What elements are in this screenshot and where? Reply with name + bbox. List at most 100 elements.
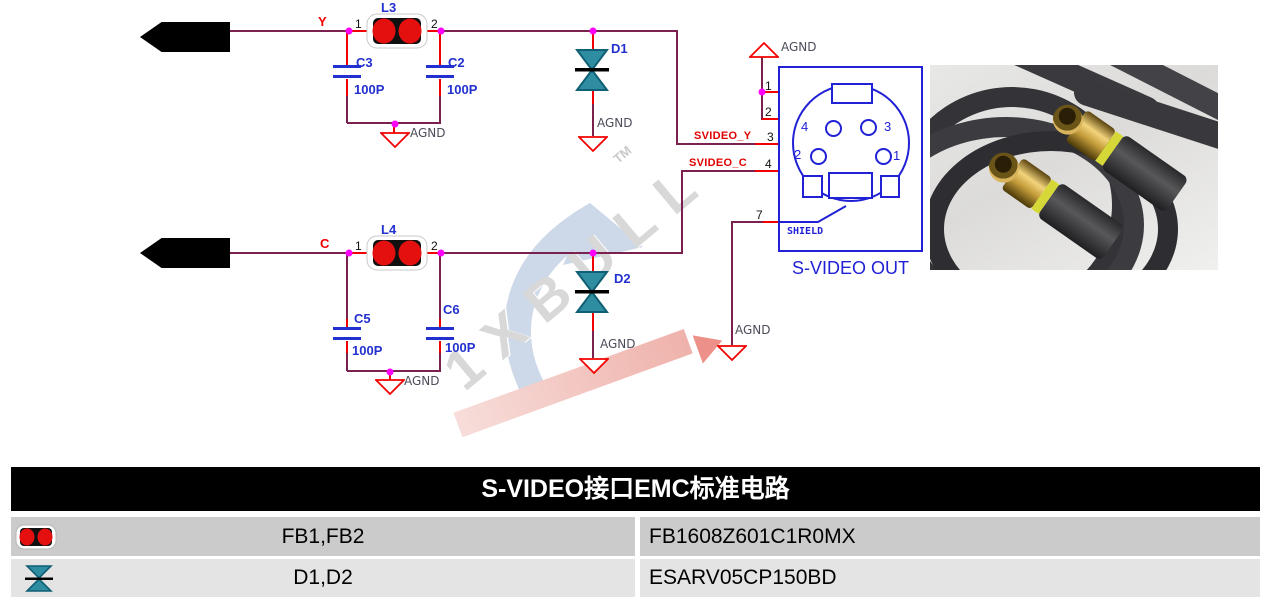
part-number-text: FB1608Z601C1R0MX: [649, 525, 856, 548]
wire-c5-lower: [346, 352, 348, 371]
stub-conn-pin7: [763, 221, 778, 223]
wire-shield-h: [732, 221, 765, 223]
c6-plate: [426, 327, 454, 330]
watermark: 1XBULL TM: [432, 143, 728, 438]
connector-pinhole-3: [860, 119, 877, 136]
stub-c2-top: [439, 32, 441, 66]
tvs-diode-d2-icon: [575, 271, 609, 313]
svideo-y-net-label: SVIDEO_Y: [694, 130, 752, 142]
table-title: S-VIDEO接口EMC标准电路: [11, 467, 1260, 511]
connector-pinhole-1: [875, 148, 892, 165]
refs-text: FB1,FB2: [281, 525, 365, 548]
junction-dot: [758, 88, 766, 96]
d1-label: D1: [611, 41, 628, 56]
part-number-text: ESARV05CP150BD: [649, 566, 837, 589]
c5-plate: [333, 327, 361, 330]
stub-d1-bottom: [592, 89, 594, 104]
stub-l3-pin2: [427, 30, 441, 32]
wire-y: [230, 30, 678, 32]
c2-label: C2: [448, 55, 465, 70]
stub-conn-pin2: [762, 118, 778, 120]
stub-conn-pin1: [762, 91, 778, 93]
refs-text: D1,D2: [293, 566, 353, 589]
c3-label: C3: [356, 55, 373, 70]
svideo-out-title: S-VIDEO OUT: [791, 258, 909, 278]
net-label-c: C: [320, 236, 330, 251]
offpage-arrow-c-icon: [140, 238, 230, 268]
schematic: Y C L3 L4 1 2 1 2 C3 100P C2 100P C5 100…: [140, 0, 923, 396]
agnd-label: AGND: [404, 374, 440, 388]
c5-label: C5: [354, 311, 371, 326]
conn-pin-number-3: 3: [767, 130, 774, 144]
connector-pinhole-2: [810, 148, 827, 165]
l3-pin1-label: 1: [355, 17, 362, 31]
junction-dot: [345, 249, 353, 257]
wire-c6-upper: [439, 253, 441, 319]
c5-plate: [333, 337, 361, 340]
junction-dot: [589, 27, 597, 35]
connector-right-notch: [880, 175, 900, 198]
stub-l4-pin1: [348, 252, 368, 254]
ferrite-bead-icon: [15, 524, 57, 550]
junction-dot: [391, 120, 399, 128]
conn-pin-number-1: 1: [765, 79, 772, 93]
c2-value: 100P: [447, 82, 478, 97]
conn-pin-number-7: 7: [756, 208, 763, 222]
l4-label: L4: [381, 222, 397, 237]
c6-label: C6: [443, 302, 460, 317]
agnd-symbol-icon: [380, 132, 410, 149]
ferrite-bead-l4-icon: [366, 235, 428, 271]
agnd-label: AGND: [781, 40, 817, 54]
column-divider: [635, 517, 640, 556]
agnd-symbol-icon: [578, 136, 608, 153]
table-row: FB1,FB2 FB1608Z601C1R0MX: [11, 517, 1260, 556]
svideo-cable-photo: [930, 65, 1218, 270]
tvs-diode-d1-icon: [575, 49, 609, 91]
wire-c-up: [681, 171, 683, 254]
connector-pinhole-4: [825, 120, 842, 137]
agnd-label: AGND: [597, 116, 633, 130]
connector-face-pin2: 2: [794, 147, 802, 162]
d2-label: D2: [614, 271, 631, 286]
wire-c3-lower: [346, 95, 348, 123]
offpage-arrow-y-icon: [140, 22, 230, 52]
wire-d2-gnd: [592, 330, 594, 358]
stub-c6-top: [439, 319, 441, 329]
stub-c2-bottom: [439, 79, 441, 96]
stub-d1-top: [592, 32, 594, 49]
ferrite-bead-l3-icon: [366, 13, 428, 49]
wire-svideo-y: [676, 143, 778, 145]
stub-c3-bottom: [346, 79, 348, 96]
connector-top-notch: [831, 83, 873, 104]
c3-value: 100P: [354, 82, 385, 97]
stub-gnd-bottom-caps: [389, 372, 391, 380]
c2-plate: [426, 75, 454, 78]
agnd-label: AGND: [600, 337, 636, 351]
shield-trace: [778, 205, 847, 223]
connector-left-notch: [802, 175, 823, 198]
svideo-c-net-label: SVIDEO_C: [689, 157, 748, 169]
svideo-connector-outline: [778, 66, 923, 252]
refs-cell: D1,D2: [11, 559, 635, 597]
connector-face-pin4: 4: [801, 119, 809, 134]
net-label-y: Y: [318, 14, 327, 29]
stub-c5-bottom: [346, 341, 348, 353]
wire-c: [230, 252, 683, 254]
junction-dot: [589, 249, 597, 257]
part-cell: ESARV05CP150BD: [640, 559, 1260, 597]
wire-c2-lower: [439, 95, 441, 123]
junction-dot: [345, 27, 353, 35]
wire-y-down: [676, 30, 678, 145]
refs-cell: FB1,FB2: [11, 517, 635, 556]
wire-shield-v: [731, 221, 733, 345]
agnd-symbol-icon: [375, 379, 405, 396]
junction-dot: [437, 27, 445, 35]
junction-dot: [386, 368, 394, 376]
wire-svideo-c: [681, 170, 778, 172]
tvs-diode-icon: [25, 565, 53, 592]
stub-d2-bottom: [592, 311, 594, 331]
c2-plate: [426, 65, 454, 68]
l3-label: L3: [381, 0, 397, 15]
c3-plate: [333, 75, 361, 78]
